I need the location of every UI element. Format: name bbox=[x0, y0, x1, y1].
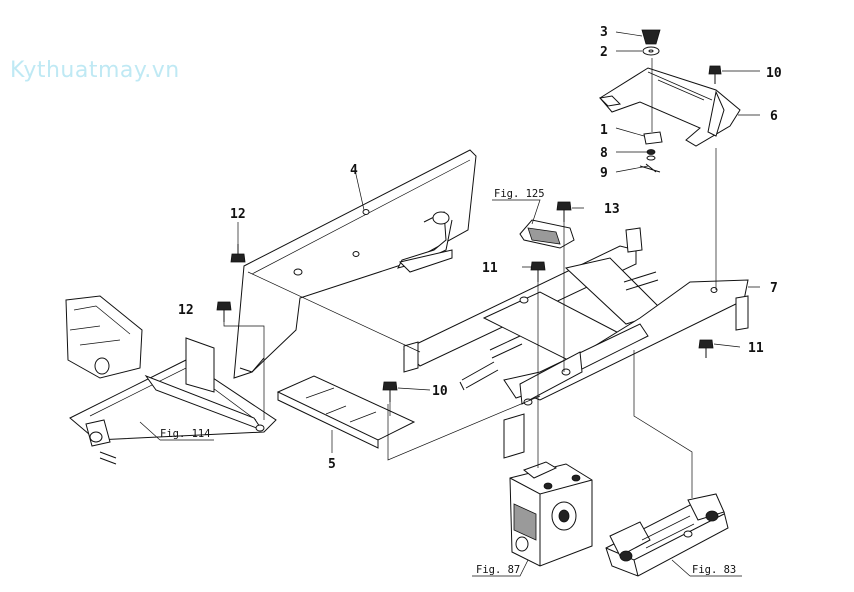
fig-ref-87: Fig. 87 bbox=[476, 564, 520, 576]
callout-11-left: 11 bbox=[482, 261, 498, 276]
fig-ref-125: Fig. 125 bbox=[494, 188, 545, 200]
bolt-10-floor bbox=[382, 381, 398, 402]
callout-9: 9 bbox=[600, 166, 608, 181]
part-4-side-panel bbox=[233, 149, 477, 379]
callout-12-top: 12 bbox=[230, 207, 246, 222]
left-frame-assembly bbox=[65, 295, 277, 465]
callout-11-right: 11 bbox=[748, 341, 764, 356]
callout-2: 2 bbox=[600, 45, 608, 60]
small-hardware-parts bbox=[639, 29, 663, 173]
callout-13: 13 bbox=[604, 202, 620, 217]
callout-1: 1 bbox=[600, 123, 608, 138]
callout-10-top: 10 bbox=[766, 66, 782, 81]
callout-7: 7 bbox=[770, 281, 778, 296]
bolt-12-top bbox=[230, 244, 246, 263]
callout-3: 3 bbox=[600, 25, 608, 40]
fig83-axle-unit bbox=[605, 493, 729, 577]
bolt-11-left bbox=[530, 261, 546, 282]
bolt-10-top bbox=[708, 65, 722, 84]
watermark: Kythuatmay.vn bbox=[10, 58, 180, 83]
figure-references: Fig. 125 Fig. 114 Fig. 87 Fig. 83 bbox=[160, 188, 736, 576]
callout-numbers: 3 2 1 8 9 10 6 7 11 4 12 12 13 11 10 5 bbox=[178, 25, 782, 472]
part-7-main-frame bbox=[403, 227, 749, 459]
fig-ref-114: Fig. 114 bbox=[160, 428, 211, 440]
bolt-11-right bbox=[698, 339, 714, 358]
bolt-13 bbox=[556, 201, 572, 222]
leader-lines bbox=[139, 31, 760, 577]
fig-ref-83: Fig. 83 bbox=[692, 564, 736, 576]
callout-6: 6 bbox=[770, 109, 778, 124]
bolts bbox=[216, 65, 722, 402]
callout-8: 8 bbox=[600, 146, 608, 161]
callout-4: 4 bbox=[350, 163, 358, 178]
part-6-bracket bbox=[598, 67, 741, 147]
fig87-gearbox bbox=[509, 461, 593, 567]
callout-5: 5 bbox=[328, 457, 336, 472]
part-5-floor-plate bbox=[276, 375, 416, 449]
callout-10-floor: 10 bbox=[432, 384, 448, 399]
fig125-pedal-part bbox=[519, 219, 575, 249]
callout-12-lower: 12 bbox=[178, 303, 194, 318]
